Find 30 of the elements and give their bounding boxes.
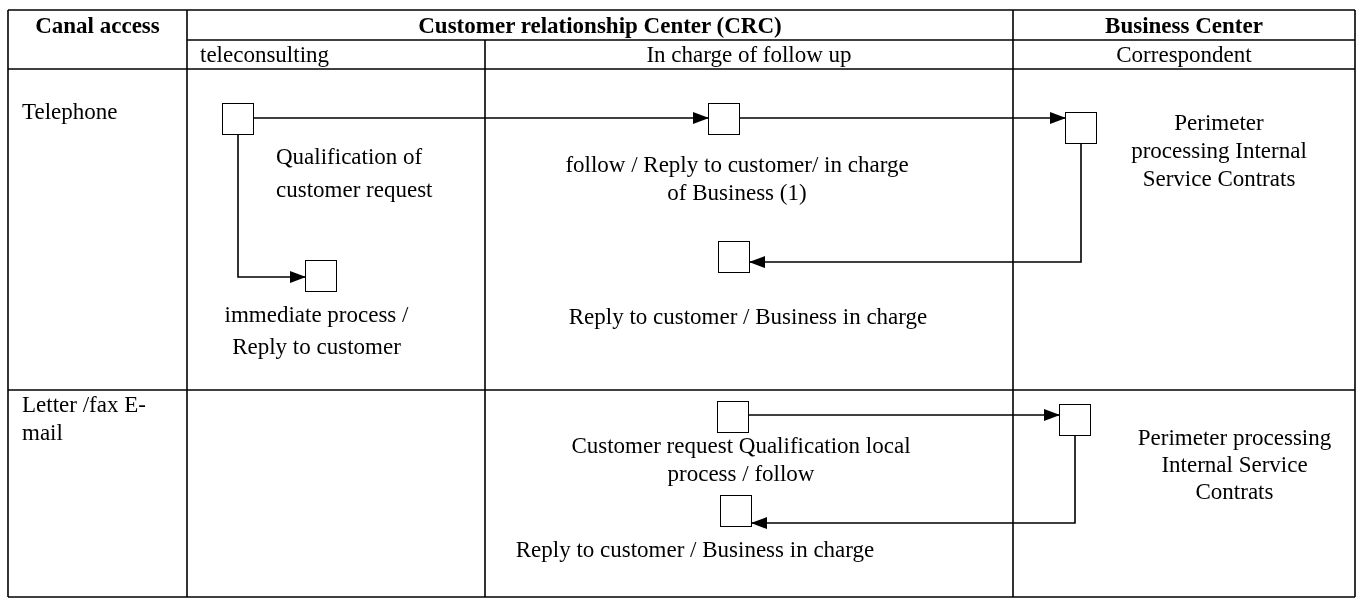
arrow xyxy=(749,143,1082,268)
arrow xyxy=(739,112,1066,124)
row-header: Letter /fax E-mail xyxy=(22,391,147,447)
step-caption: Qualification of customer request xyxy=(276,143,434,204)
step-box xyxy=(720,495,752,527)
step-box xyxy=(1065,112,1097,144)
step-caption: follow / Reply to customer/ in charge of Business (1) xyxy=(564,151,910,207)
column-header: Customer relationship Center (CRC) xyxy=(417,12,783,40)
step-box xyxy=(708,103,740,135)
column-header: Business Center xyxy=(1104,12,1264,40)
step-box xyxy=(717,401,749,433)
step-box xyxy=(305,260,337,292)
step-box xyxy=(1059,404,1091,436)
arrow xyxy=(253,112,709,124)
column-subheader: teleconsulting xyxy=(200,41,331,69)
arrow xyxy=(748,409,1060,421)
column-subheader: In charge of follow up xyxy=(645,41,853,69)
step-box xyxy=(718,241,750,273)
arrow xyxy=(751,435,1076,529)
step-caption: Reply to customer / Business in charge xyxy=(567,303,929,331)
step-caption: Customer request Qualification local process / follow xyxy=(570,432,912,488)
step-caption: Perimeter processing Internal Service Contrats xyxy=(1130,109,1308,193)
step-caption: immediate process / Reply to customer xyxy=(223,301,410,361)
column-subheader: Correspondent xyxy=(1115,41,1253,69)
step-caption: Reply to customer / Business in charge xyxy=(514,536,876,564)
row-header: Telephone xyxy=(22,98,119,126)
arrow xyxy=(237,134,306,283)
column-header: Canal access xyxy=(34,12,161,40)
step-caption: Perimeter processing Internal Service Contrats xyxy=(1136,424,1333,505)
step-box xyxy=(222,103,254,135)
